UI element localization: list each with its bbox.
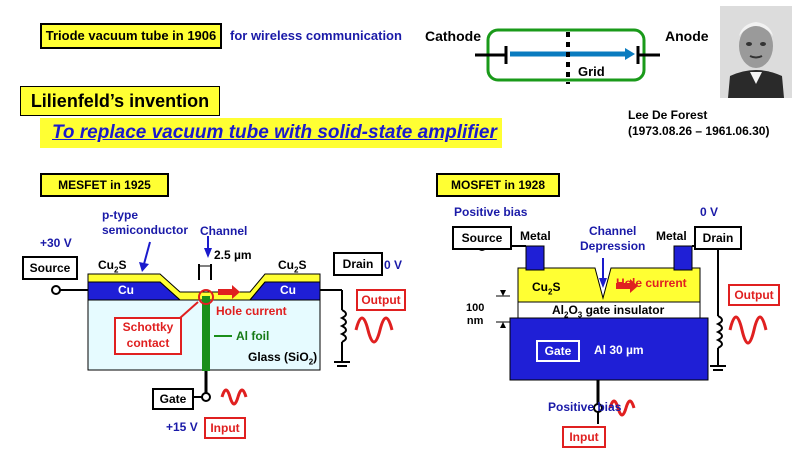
gate-terminal <box>201 392 211 402</box>
al-foil <box>202 296 210 371</box>
subtitle-box: To replace vacuum tube with solid-state … <box>40 118 502 148</box>
glass-label: Glass (SiO2) <box>248 350 318 367</box>
channel-width-label: 2.5 µm <box>214 248 252 262</box>
portrait-name: Lee De Forest <box>628 108 708 122</box>
mosfet-output-wave <box>728 315 768 345</box>
ptype-arrow-shaft <box>143 241 151 265</box>
mosfet-cu2s-label: Cu2S <box>532 280 561 297</box>
cathode-label: Cathode <box>425 28 481 44</box>
mosfet-metal-right: Metal <box>656 229 687 243</box>
cu-left-label: Cu <box>118 283 134 297</box>
mesfet-output-box[interactable]: Output <box>356 289 406 311</box>
dim-arrow-bottom <box>500 322 506 328</box>
mosfet-source-box[interactable]: Source <box>452 226 512 250</box>
lilienfeld-title: Lilienfeld’s invention <box>20 86 220 116</box>
mosfet-diagram <box>477 236 768 424</box>
al-foil-label: Al foil <box>236 329 270 343</box>
mesfet-hole-current: Hole current <box>216 304 287 318</box>
hole-current-arrowhead <box>232 285 240 299</box>
triode-diagram <box>475 28 660 84</box>
cu2s-right-label: Cu2S <box>278 258 307 275</box>
source-terminal <box>51 285 61 295</box>
flow-arrowhead <box>625 48 635 60</box>
load-inductor <box>339 309 347 343</box>
schottky-circle <box>198 289 214 305</box>
mosfet-drain-box[interactable]: Drain <box>694 226 742 250</box>
mesfet-input-box[interactable]: Input <box>204 417 246 439</box>
mesfet-channel-label: Channel <box>200 224 248 238</box>
mesfet-gate-box[interactable]: Gate <box>152 388 194 410</box>
cu2s-left-label: Cu2S <box>98 258 127 275</box>
gate-al-block <box>509 317 709 381</box>
output-wave <box>354 316 394 344</box>
ptype-label: p-type semiconductor <box>102 208 189 237</box>
anode-label: Anode <box>665 28 709 44</box>
mosfet-input-box[interactable]: Input <box>562 426 606 448</box>
mesfet-plus30: +30 V <box>40 236 72 250</box>
mosfet-channel-label: Channel Depression <box>580 224 646 253</box>
triode-label: Triode vacuum tube in 1906 <box>40 23 222 49</box>
mosfet-output-box[interactable]: Output <box>728 284 780 306</box>
metal-contact-right <box>673 245 693 271</box>
triode-note: for wireless communication <box>230 28 402 43</box>
mesfet-plus15: +15 V <box>166 420 198 434</box>
mosfet-posbias-bottom: Positive bias <box>548 400 622 414</box>
input-wave <box>220 388 248 406</box>
schottky-box: Schottky contact <box>114 317 182 355</box>
mosfet-hole-arrow <box>616 283 630 289</box>
mosfet-metal-left: Metal <box>520 229 551 243</box>
dim-arrow-top <box>500 290 506 296</box>
mosfet-gate-box[interactable]: Gate <box>536 340 580 362</box>
cu-left-block <box>87 281 182 301</box>
al-thickness-label: Al 30 µm <box>594 343 644 357</box>
mosfet-input-wave <box>608 399 636 417</box>
mosfet-cu2s <box>517 267 701 303</box>
cu-right-label: Cu <box>280 283 296 297</box>
hole-current-arrow <box>218 289 232 295</box>
mesfet-drain-box[interactable]: Drain <box>333 252 383 276</box>
metal-contact-left <box>525 245 545 271</box>
mosfet-title: MOSFET in 1928 <box>436 173 560 197</box>
mosfet-posbias-top: Positive bias <box>454 205 528 219</box>
mesfet-zero: 0 V <box>384 258 403 272</box>
portrait-photo <box>720 6 792 98</box>
cu-right-block <box>248 281 321 301</box>
subtitle: To replace vacuum tube with solid-state … <box>52 122 497 143</box>
mosfet-hole-current: Hole current <box>616 276 687 290</box>
mosfet-zero: 0 V <box>700 205 719 219</box>
ptype-arrowhead <box>139 262 149 272</box>
grid-label: Grid <box>578 64 605 79</box>
thickness-label: 100 nm <box>466 302 485 327</box>
portrait-dates: (1973.08.26 – 1961.06.30) <box>628 124 770 138</box>
mosfet-inductor <box>715 315 723 349</box>
channel-arrow <box>204 248 212 258</box>
depression-arrowhead <box>599 278 607 288</box>
mesfet-source-box[interactable]: Source <box>22 256 78 280</box>
mesfet-title: MESFET in 1925 <box>40 173 169 197</box>
portrait-figure <box>720 6 792 98</box>
mosfet-hole-arrowhead <box>630 279 638 293</box>
insulator-label: Al2O3 gate insulator <box>552 303 665 320</box>
schottky-arrow <box>179 301 199 319</box>
